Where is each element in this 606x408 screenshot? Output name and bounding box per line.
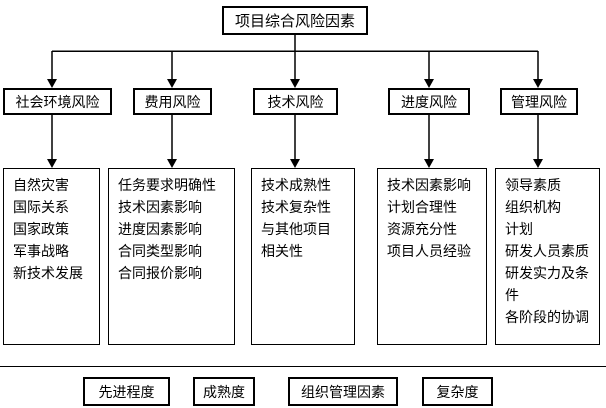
- risk-factor-item: 合同报价影响: [118, 265, 202, 281]
- risk-factor-item: 资源充分性: [387, 221, 457, 237]
- risk-factor-item: 技术成熟性: [261, 177, 331, 193]
- risk-factor-item: 领导素质: [505, 177, 561, 193]
- risk-factor-item: 计划合理性: [387, 199, 457, 215]
- risk-factor-item: 技术因素影响: [118, 199, 202, 215]
- risk-factor-item: 合同类型影响: [118, 243, 202, 259]
- arrow-root-to-category-5: [533, 51, 543, 88]
- risk-factor-item: 新技术发展: [13, 265, 83, 281]
- arrow-category-3-to-factors: [290, 115, 300, 168]
- risk-factor-item: 进度因素影响: [118, 221, 202, 237]
- arrow-root-to-category-4: [424, 51, 434, 88]
- risk-factor-item: 军事战略: [13, 243, 69, 259]
- risk-factor-item: 技术因素影响: [387, 177, 471, 193]
- category-technical-risk: 技术风险: [253, 88, 338, 115]
- category-label: 费用风险: [144, 93, 201, 110]
- category-cost-risk: 费用风险: [133, 88, 212, 115]
- footer-label: 组织管理因素: [301, 383, 385, 400]
- risk-factor-item: 各阶段的协调: [505, 309, 589, 325]
- category-label: 管理风险: [511, 93, 567, 110]
- arrow-category-5-to-factors: [533, 115, 543, 168]
- risk-factor-item: 国际关系: [13, 199, 69, 215]
- category-label: 进度风险: [401, 93, 457, 110]
- risk-factor-item: 技术复杂性: [261, 199, 331, 215]
- factors-technical-risk: 技术成熟性 技术复杂性 与其他项目相关性: [251, 168, 355, 345]
- risk-factor-item: 研发实力及条件: [505, 265, 589, 303]
- category-social-environment-risk: 社会环境风险: [3, 88, 112, 115]
- root-node: 项目综合风险因素: [222, 6, 368, 35]
- arrow-root-to-category-3: [290, 51, 300, 88]
- footer-label: 复杂度: [436, 383, 479, 400]
- category-label: 社会环境风险: [15, 93, 100, 110]
- arrow-root-stub: [52, 35, 538, 52]
- risk-factor-item: 研发人员素质: [505, 243, 589, 259]
- risk-factor-item: 自然灾害: [13, 177, 69, 193]
- risk-factor-item: 组织机构: [505, 199, 561, 215]
- risk-factor-item: 计划: [505, 221, 533, 237]
- arrow-category-2-to-factors: [167, 115, 177, 168]
- arrow-category-4-to-factors: [424, 115, 434, 168]
- risk-factor-item: 国家政策: [13, 221, 69, 237]
- risk-factor-item: 项目人员经验: [387, 243, 471, 259]
- footer-label: 成熟度: [203, 383, 245, 400]
- arrow-root-to-category-1: [47, 51, 57, 88]
- separator-line: [0, 366, 606, 367]
- arrow-category-1-to-factors: [47, 115, 57, 168]
- arrow-root-to-category-2: [167, 51, 177, 88]
- risk-factor-item: 任务要求明确性: [118, 177, 216, 193]
- risk-factor-item: 与其他项目相关性: [261, 221, 331, 259]
- factors-schedule-risk: 技术因素影响 计划合理性 资源充分性 项目人员经验: [377, 168, 487, 345]
- root-node-label: 项目综合风险因素: [234, 13, 355, 30]
- footer-box-complexity: 复杂度: [422, 377, 493, 406]
- category-label: 技术风险: [267, 93, 324, 110]
- category-schedule-risk: 进度风险: [388, 88, 470, 115]
- footer-box-advancement-degree: 先进程度: [83, 377, 170, 406]
- factors-management-risk: 领导素质 组织机构 计划 研发人员素质 研发实力及条件 各阶段的协调: [495, 168, 600, 345]
- factors-social-environment-risk: 自然灾害 国际关系 国家政策 军事战略 新技术发展: [3, 168, 100, 345]
- footer-label: 先进程度: [98, 383, 155, 400]
- footer-box-maturity: 成熟度: [193, 377, 255, 406]
- category-management-risk: 管理风险: [500, 88, 578, 115]
- footer-box-org-management-factors: 组织管理因素: [288, 377, 398, 406]
- factors-cost-risk: 任务要求明确性 技术因素影响 进度因素影响 合同类型影响 合同报价影响: [108, 168, 235, 345]
